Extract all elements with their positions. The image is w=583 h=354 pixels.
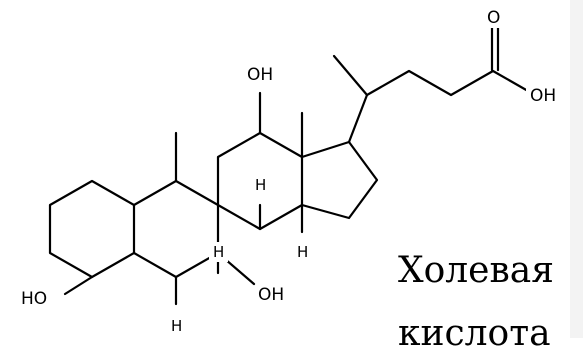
caption-line-1: Холевая [398, 250, 554, 291]
acid-oh-label: OH [530, 86, 556, 106]
ring-d [300, 140, 379, 220]
side-chain-c17-c20 [347, 93, 369, 144]
structural-formula: O OH OH HO OH H H H H [21, 8, 557, 335]
h-c9-label: H [213, 243, 224, 261]
bond-c3-oh [63, 275, 94, 296]
c7-oh-label: OH [258, 285, 284, 305]
h-c8-label: H [255, 176, 266, 194]
bond-c20-c21 [332, 54, 369, 97]
ring-a [48, 179, 136, 279]
oxo-label: O [487, 8, 500, 28]
side-panel [570, 0, 583, 338]
c12-oh-label: OH [247, 65, 273, 85]
caption-line-2: кислота [398, 313, 551, 354]
h-c14-label: H [297, 243, 308, 261]
side-chain [365, 69, 537, 97]
c3-oh-label: HO [21, 289, 47, 309]
ring-b [132, 179, 220, 279]
h-c5-label: H [171, 317, 182, 335]
